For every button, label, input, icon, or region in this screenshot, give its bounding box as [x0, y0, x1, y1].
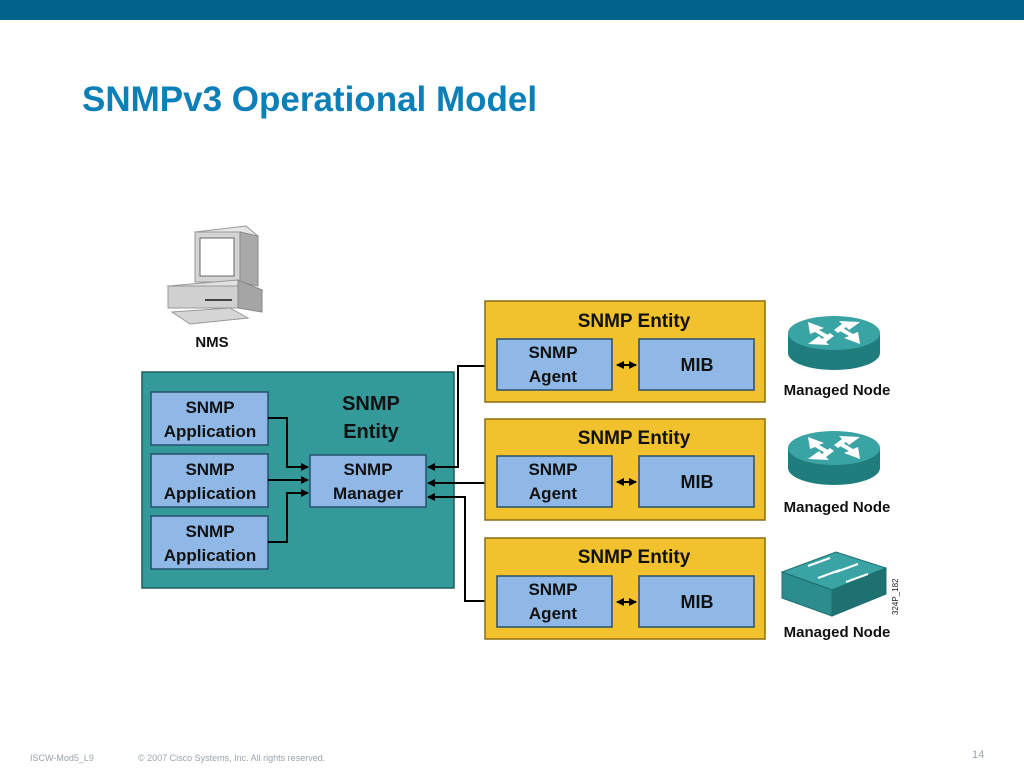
- agent-entity-3: SNMP Entity SNMP Agent MIB: [484, 537, 766, 640]
- application-2-line2: Application: [164, 484, 257, 503]
- agent-1-line1: SNMP: [528, 343, 577, 362]
- footer-course: ISCW-Mod5_L9: [30, 753, 94, 763]
- application-3-line1: SNMP: [185, 522, 234, 541]
- snmp-agent-box-2: [496, 455, 613, 508]
- computer-icon: [166, 225, 264, 325]
- manager-entity-title-line2: Entity: [343, 421, 399, 443]
- manager-entity-title-line1: SNMP: [342, 393, 400, 415]
- router-icon: [788, 316, 880, 370]
- agent-entity-2-title: SNMP Entity: [578, 428, 691, 449]
- application-1-line2: Application: [164, 422, 257, 441]
- snmp-application-box-2: [150, 453, 269, 508]
- agent-entity-1: SNMP Entity SNMP Agent MIB: [484, 300, 766, 403]
- agent-3-line1: SNMP: [528, 580, 577, 599]
- page-number: 14: [972, 749, 985, 761]
- application-1-line1: SNMP: [185, 398, 234, 417]
- mib-box-2: [638, 455, 755, 508]
- manager-line2: Manager: [333, 484, 403, 503]
- top-banner: [0, 0, 1024, 20]
- managed-node-1-label: Managed Node: [784, 382, 891, 399]
- snmp-manager-box: [309, 454, 427, 508]
- footer-copyright: © 2007 Cisco Systems, Inc. All rights re…: [138, 753, 326, 763]
- agent-2-line2: Agent: [529, 484, 578, 503]
- nms-label: NMS: [195, 334, 228, 351]
- agent-entity-2: SNMP Entity SNMP Agent MIB: [484, 418, 766, 521]
- agent-entity-3-title: SNMP Entity: [578, 547, 691, 568]
- application-3-line2: Application: [164, 546, 257, 565]
- router-icon: [788, 431, 880, 485]
- managed-node-3-label: Managed Node: [784, 624, 891, 641]
- manager-agent-connectors: [427, 362, 496, 605]
- agent-entity-1-title: SNMP Entity: [578, 311, 691, 332]
- mib-box-1: [638, 338, 755, 391]
- mib-2-label: MIB: [681, 472, 714, 492]
- figure-code: 324P_182: [891, 578, 900, 615]
- agent-1-line2: Agent: [529, 367, 578, 386]
- mib-3-label: MIB: [681, 592, 714, 612]
- agent-2-line1: SNMP: [528, 460, 577, 479]
- managed-node-2-label: Managed Node: [784, 499, 891, 516]
- slide-title: SNMPv3 Operational Model: [82, 80, 538, 119]
- switch-icon: [780, 551, 888, 617]
- snmp-agent-box-1: [496, 338, 613, 391]
- mib-1-label: MIB: [681, 355, 714, 375]
- application-connectors: [268, 417, 309, 543]
- mib-box-3: [638, 575, 755, 628]
- snmp-agent-box-3: [496, 575, 613, 628]
- agent-3-line2: Agent: [529, 604, 578, 623]
- application-2-line1: SNMP: [185, 460, 234, 479]
- manager-line1: SNMP: [343, 460, 392, 479]
